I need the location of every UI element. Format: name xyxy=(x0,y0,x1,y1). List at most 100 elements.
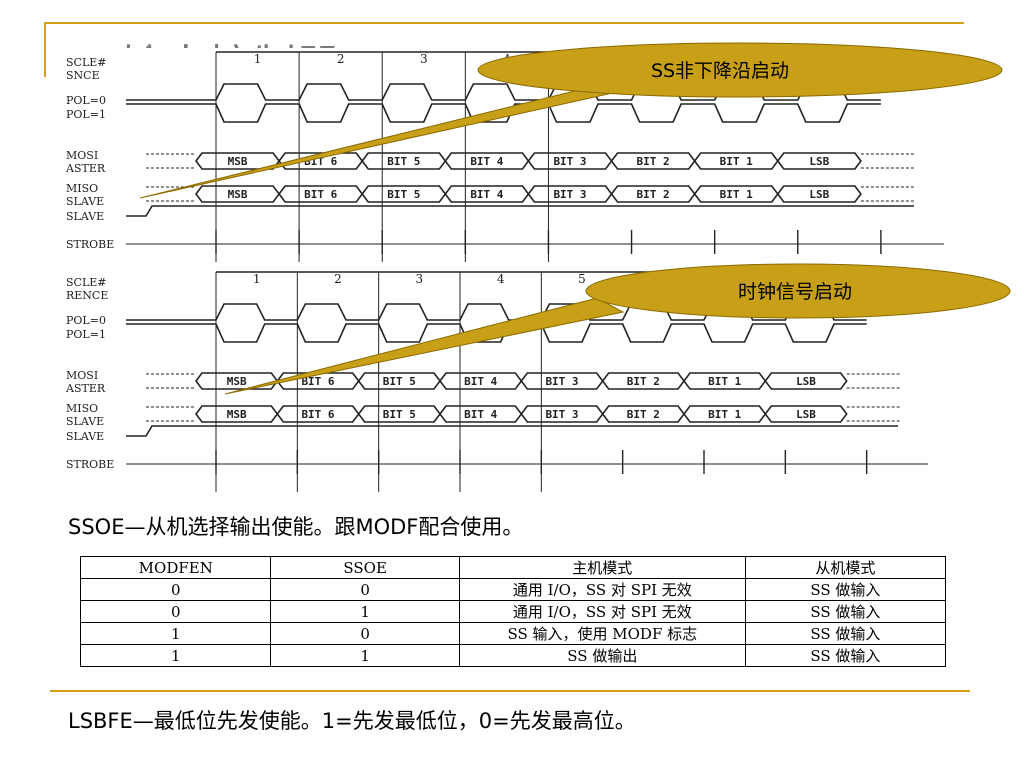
table-row: 0 0 通用 I/O，SS 对 SPI 无效 SS 做输入 xyxy=(79,578,947,601)
miso-bit-label: LSB xyxy=(796,408,816,421)
miso-bit-label: BIT 4 xyxy=(464,408,497,421)
mosi-bit-label: BIT 3 xyxy=(545,375,578,388)
mosi-bit-label: MSB xyxy=(228,155,248,168)
signal-label: SLAVE xyxy=(66,195,104,208)
miso-bit-label: BIT 1 xyxy=(708,408,741,421)
lsbfe-description: LSBFE—最低位先发使能。1=先发最低位，0=先发最高位。 xyxy=(68,709,636,733)
table-cell: SS 做输入 xyxy=(744,600,947,623)
left-rule xyxy=(44,22,46,77)
signal-label: SCLE# xyxy=(66,276,107,289)
mosi-bit-label: BIT 2 xyxy=(637,155,670,168)
miso-bit-cell xyxy=(776,185,862,203)
callout-ss-falling: SS非下降沿启动 xyxy=(140,42,1003,199)
mosi-bit-label: LSB xyxy=(809,155,829,168)
mosi-bit-label: BIT 4 xyxy=(464,375,497,388)
ss-line xyxy=(126,205,914,217)
signal-label: RENCE xyxy=(66,289,108,302)
signal-label: POL=1 xyxy=(66,108,106,121)
table-cell: SS 做输入 xyxy=(744,622,947,645)
table-header: 从机模式 xyxy=(744,556,947,579)
cycle-number: 1 xyxy=(253,272,261,286)
cycle-number: 5 xyxy=(578,272,586,286)
table-cell: 0 xyxy=(79,578,272,601)
miso-bit-cell xyxy=(764,405,848,423)
signal-label: SLAVE xyxy=(66,430,104,443)
table-row: 1 1 SS 做输出 SS 做输入 xyxy=(79,644,947,667)
miso-bit-label: BIT 5 xyxy=(387,188,420,201)
miso-bit-label: LSB xyxy=(809,188,829,201)
callout-clock-start: 时钟信号启动 xyxy=(225,263,1011,395)
signal-label: ASTER xyxy=(65,382,106,395)
miso-bit-label: BIT 3 xyxy=(545,408,578,421)
miso-bit-label: BIT 3 xyxy=(553,188,586,201)
table-cell: SS 做输入 xyxy=(744,578,947,601)
signal-label: POL=0 xyxy=(66,94,106,107)
mosi-bit-cell xyxy=(776,152,862,170)
ss-line xyxy=(126,425,898,437)
mosi-bit-label: BIT 4 xyxy=(470,155,503,168)
signal-label: POL=1 xyxy=(66,328,106,341)
table-cell: 1 xyxy=(270,644,460,667)
signal-label: STROBE xyxy=(66,458,114,471)
mosi-bit-label: BIT 5 xyxy=(387,155,420,168)
table-cell: SS 输入，使用 MODF 标志 xyxy=(458,622,746,645)
table-cell: 0 xyxy=(270,578,460,601)
table-cell: 1 xyxy=(270,600,460,623)
miso-bit-label: BIT 1 xyxy=(720,188,753,201)
mosi-bit-label: BIT 2 xyxy=(627,375,660,388)
table-cell: 通用 I/O，SS 对 SPI 无效 xyxy=(458,578,746,601)
table-cell: 0 xyxy=(79,600,272,623)
table-row: 0 1 通用 I/O，SS 对 SPI 无效 SS 做输入 xyxy=(79,600,947,623)
table-cell: 1 xyxy=(79,644,272,667)
mosi-bit-label: BIT 1 xyxy=(720,155,753,168)
mosi-bit-label: MSB xyxy=(227,375,247,388)
miso-bit-label: MSB xyxy=(228,188,248,201)
table-row: 1 0 SS 输入，使用 MODF 标志 SS 做输入 xyxy=(79,622,947,645)
table-header-row: MODFEN SSOE 主机模式 从机模式 xyxy=(79,556,947,579)
cycle-number: 2 xyxy=(337,52,345,66)
miso-bit-label: BIT 4 xyxy=(470,188,503,201)
table-cell: SS 做输入 xyxy=(744,644,947,667)
mosi-bit-label: BIT 6 xyxy=(301,375,334,388)
signal-label: MOSI xyxy=(66,369,98,382)
table-cell: 通用 I/O，SS 对 SPI 无效 xyxy=(458,600,746,623)
table-header: SSOE xyxy=(270,556,460,579)
table-cell: 1 xyxy=(79,622,272,645)
mosi-bit-label: BIT 5 xyxy=(383,375,416,388)
miso-bit-label: BIT 2 xyxy=(627,408,660,421)
modf-ssoe-table: MODFEN SSOE 主机模式 从机模式 0 0 通用 I/O，SS 对 SP… xyxy=(79,556,947,667)
signal-label: POL=0 xyxy=(66,314,106,327)
mosi-bit-cell xyxy=(764,372,848,390)
table-header: 主机模式 xyxy=(458,556,746,579)
table-cell: SS 做输出 xyxy=(458,644,746,667)
miso-bit-label: BIT 2 xyxy=(637,188,670,201)
callout-clock-start-label: 时钟信号启动 xyxy=(738,281,852,303)
bottom-rule xyxy=(50,690,970,692)
cycle-number: 4 xyxy=(497,272,505,286)
table-header: MODFEN xyxy=(79,556,272,579)
miso-bit-label: BIT 6 xyxy=(301,408,334,421)
signal-label: STROBE xyxy=(66,238,114,251)
mosi-bit-label: BIT 1 xyxy=(708,375,741,388)
miso-bit-label: BIT 5 xyxy=(383,408,416,421)
signal-label: SLAVE xyxy=(66,210,104,223)
cycle-number: 2 xyxy=(334,272,342,286)
top-rule xyxy=(44,22,964,24)
ssoe-description: SSOE—从机选择输出使能。跟MODF配合使用。 xyxy=(68,515,524,539)
mosi-bit-label: BIT 3 xyxy=(553,155,586,168)
signal-label: MISO xyxy=(66,182,98,195)
miso-bit-label: MSB xyxy=(227,408,247,421)
signal-label: MISO xyxy=(66,402,98,415)
cycle-number: 3 xyxy=(416,272,424,286)
signal-label: SNCE xyxy=(66,69,100,82)
cycle-number: 3 xyxy=(420,52,428,66)
signal-label: MOSI xyxy=(66,149,98,162)
table-cell: 0 xyxy=(270,622,460,645)
signal-label: SLAVE xyxy=(66,415,104,428)
miso-bit-label: BIT 6 xyxy=(304,188,337,201)
signal-label: SCLE# xyxy=(66,56,107,69)
signal-label: ASTER xyxy=(65,162,106,175)
callout-ss-falling-label: SS非下降沿启动 xyxy=(651,60,789,82)
mosi-bit-label: LSB xyxy=(796,375,816,388)
cycle-number: 1 xyxy=(254,52,262,66)
